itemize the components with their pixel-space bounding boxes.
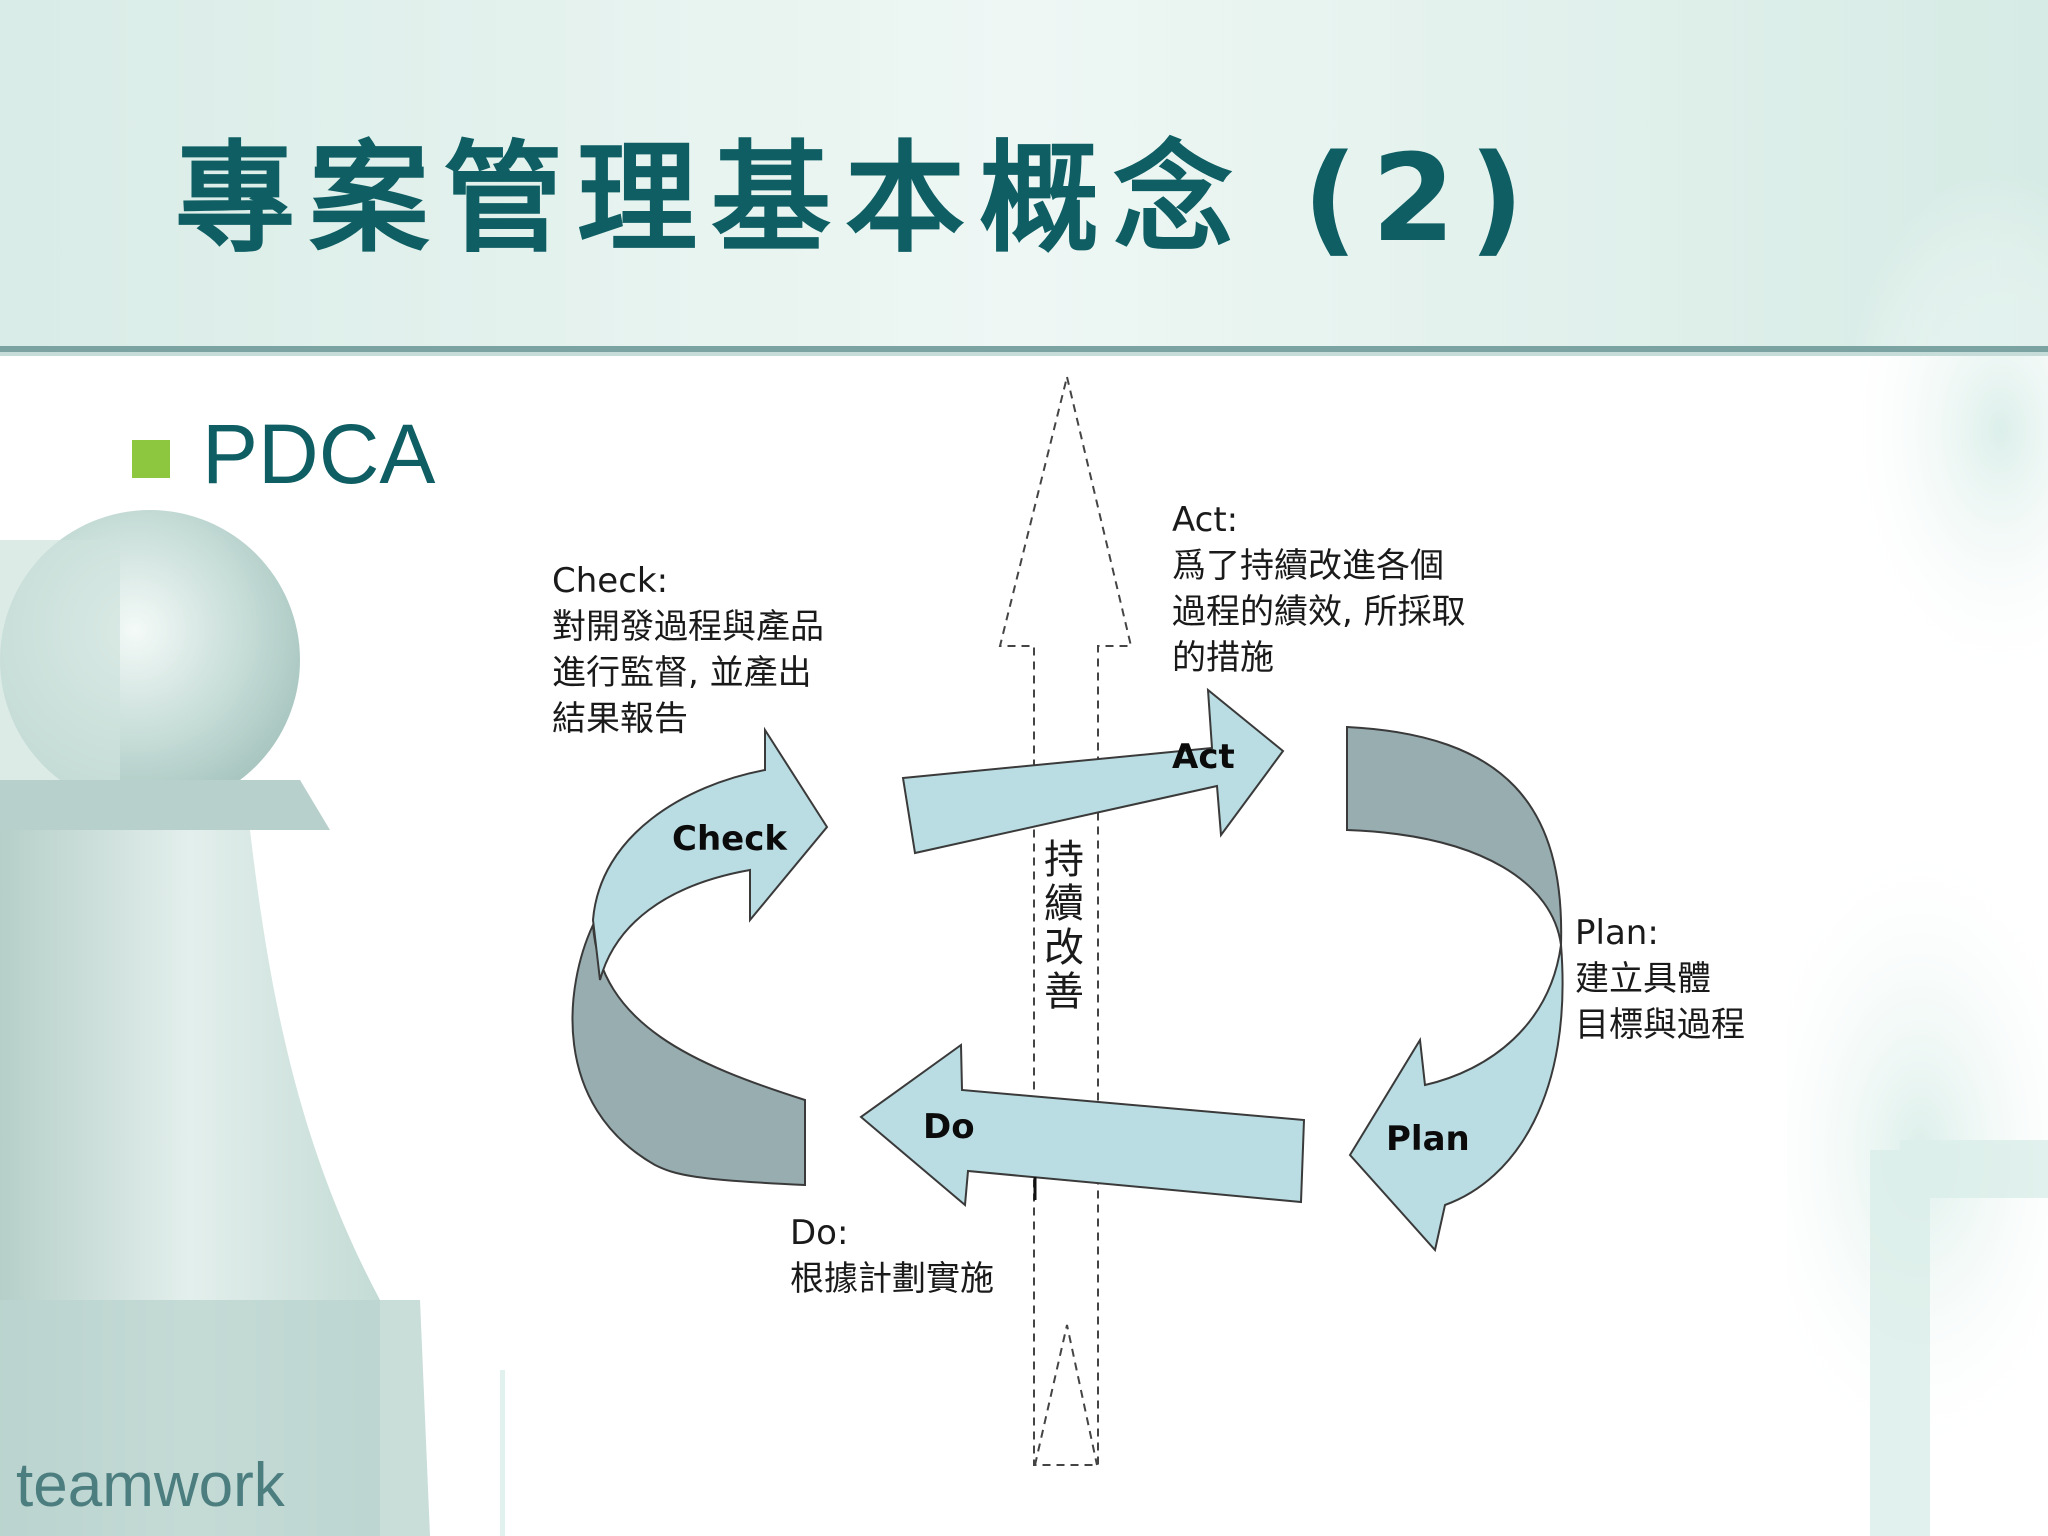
annotation-heading: Check: <box>552 561 669 601</box>
slide-title: 專案管理基本概念 (2) <box>175 130 1538 269</box>
check-annotation: Check: 對開發過程與產品 進行監督, 並產出 結果報告 <box>552 558 824 742</box>
do-annotation: Do: 根據計劃實施 <box>790 1210 994 1302</box>
annotation-heading: Act: <box>1172 500 1239 540</box>
plan-annotation: Plan: 建立具體 目標與過程 <box>1575 910 1745 1048</box>
annotation-line: 根據計劃實施 <box>790 1259 994 1299</box>
act-annotation: Act: 爲了持續改進各個 過程的績效, 所採取 的措施 <box>1172 497 1466 681</box>
act-arrow <box>901 687 1285 855</box>
annotation-line: 結果報告 <box>552 699 688 739</box>
plan-arrow-inner <box>1346 725 1563 946</box>
annotation-line: 目標與過程 <box>1575 1005 1745 1045</box>
improvement-arrow-tail <box>1034 1324 1098 1466</box>
act-arrow-label: Act <box>1172 737 1235 777</box>
annotation-line: 對開發過程與產品 <box>552 607 824 647</box>
annotation-line: 的措施 <box>1172 638 1274 678</box>
annotation-heading: Do: <box>790 1213 849 1253</box>
vlabel-char: 善 <box>1044 969 1084 1015</box>
check-arrow <box>591 726 829 981</box>
vlabel-char: 續 <box>1044 881 1084 927</box>
annotation-line: 過程的績效, 所採取 <box>1172 592 1466 632</box>
vlabel-char: 持 <box>1044 837 1084 883</box>
continuous-improvement-label: 持 續 改 善 <box>1039 838 1089 1014</box>
footer-teamwork-logo: teamwork <box>16 1451 285 1520</box>
diagram-panel <box>505 365 1787 1536</box>
check-arrow-label: Check <box>672 819 787 859</box>
annotation-line: 建立具體 <box>1575 959 1711 999</box>
plan-arrow <box>1348 944 1564 1253</box>
annotation-line: 進行監督, 並產出 <box>552 653 812 693</box>
bullet-pdca: PDCA <box>202 407 436 501</box>
pdca-diagram <box>571 376 1564 1466</box>
plan-arrow-label: Plan <box>1386 1119 1470 1159</box>
do-arrow <box>859 1043 1306 1208</box>
annotation-line: 爲了持續改進各個 <box>1172 546 1444 586</box>
annotation-heading: Plan: <box>1575 913 1659 953</box>
continuous-improvement-arrow <box>998 376 1133 1466</box>
check-arrow-inner <box>571 921 806 1187</box>
do-arrow-label: Do <box>923 1107 975 1147</box>
vlabel-char: 改 <box>1044 925 1084 971</box>
bullet-square-icon <box>132 440 170 478</box>
